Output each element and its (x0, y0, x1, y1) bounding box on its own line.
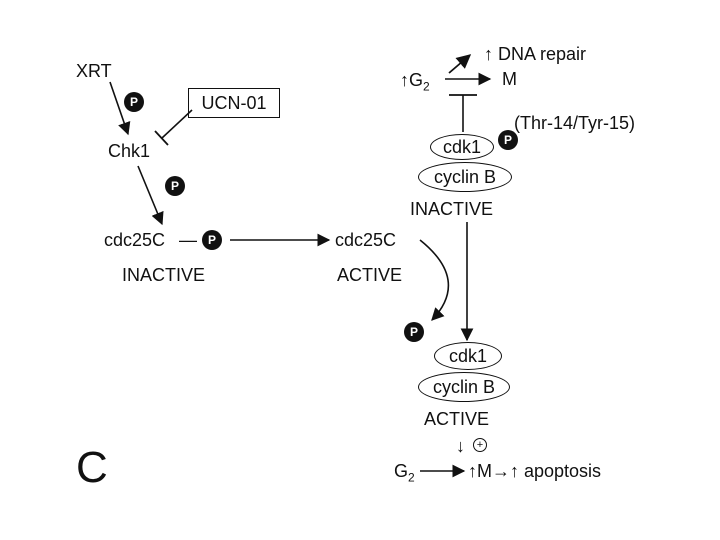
thr-tyr-label: (Thr-14/Tyr-15) (514, 113, 636, 133)
phospho-badge-cdc25c: P (202, 230, 222, 250)
cdc25c-dephospho-curve (419, 239, 450, 321)
cyclinb-inactive-ellipse: cyclin B (418, 162, 512, 192)
cyclinb-active-ellipse: cyclin B (418, 372, 510, 402)
cyclinb-inactive-label: cyclin B (433, 167, 496, 187)
ucn-inhibition-line (161, 109, 193, 139)
g2-bottom-label: G2 (394, 462, 415, 484)
ucn-01-label: UCN-01 (201, 92, 267, 113)
m-apoptosis-label: ↑M→↑ apoptosis (468, 461, 602, 481)
xrt-to-chk1-arrow (109, 81, 131, 136)
cdk1-active-ellipse: cdk1 (434, 342, 502, 370)
down-arrow-glyph: ↓ (456, 436, 465, 456)
cdc25c-active-label: cdc25C (335, 230, 397, 250)
panel-label: C (76, 443, 108, 492)
cdc25c-inactive-label: cdc25C (104, 230, 166, 250)
phospho-badge-xrt: P (124, 92, 144, 112)
phospho-badge-released: P (404, 322, 424, 342)
cdk1-active-label: cdk1 (448, 346, 488, 366)
phospho-badge-chk1: P (165, 176, 185, 196)
chk1-to-cdc25c-arrow (137, 165, 164, 226)
positive-sign: + (473, 438, 487, 452)
g2-top-label: ↑G2 (400, 71, 430, 93)
m-top-label: M (502, 69, 517, 89)
cdk1-inactive-ellipse: cdk1 (430, 134, 494, 160)
g2-bottom-text: G (394, 461, 409, 481)
ucn-inhibition-bar (154, 130, 169, 146)
g2-top-sub: 2 (423, 79, 430, 94)
g2-bottom-sub: 2 (408, 470, 415, 485)
dna-repair-branch-arrow (448, 54, 472, 74)
cdc25c-bond: — (179, 230, 197, 250)
cdk1-inactive-label: cdk1 (442, 137, 482, 157)
ucn-01-box: UCN-01 (188, 88, 280, 118)
chk1-label: Chk1 (108, 141, 151, 161)
dna-repair-label: ↑ DNA repair (484, 44, 587, 64)
inactive-right-label: INACTIVE (410, 199, 494, 219)
inactive-left-label: INACTIVE (122, 265, 206, 285)
phospho-badge-cdk1: P (498, 130, 518, 150)
g2-top-text: ↑G (400, 70, 424, 90)
xrt-label: XRT (76, 61, 112, 81)
active-bottom-label: ACTIVE (424, 409, 490, 429)
active-mid-label: ACTIVE (337, 265, 403, 285)
cyclinb-active-label: cyclin B (432, 377, 495, 397)
